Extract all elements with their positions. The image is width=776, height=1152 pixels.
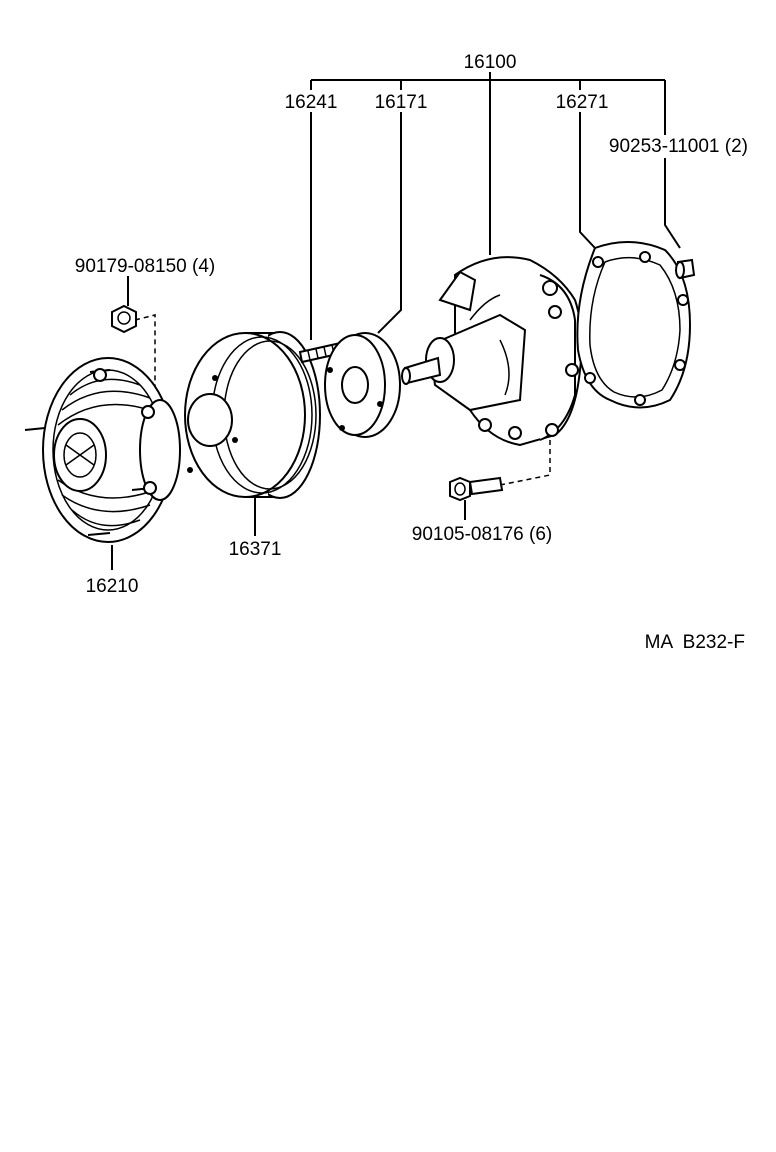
label-gasket: 16271 (556, 92, 609, 113)
label-stud: 16241 (285, 92, 338, 113)
gasket-part (576, 240, 692, 409)
label-nut: 90179-08150 (4) (75, 256, 216, 277)
label-dowel: 90253-11001 (2) (609, 136, 748, 157)
label-bolt: 90105-08176 (6) (412, 524, 553, 545)
label-assembly: 16100 (464, 52, 517, 73)
part-labels: 16100 16241 16171 16271 90253-11001 (2) … (75, 52, 748, 653)
label-hub: 16171 (375, 92, 428, 113)
figure-code: MA B232-F (645, 632, 745, 653)
leader-lines (111, 72, 681, 570)
label-fan-clutch: 16210 (86, 576, 139, 597)
nut-part (111, 304, 137, 334)
hub-part (324, 332, 401, 438)
water-pump-body-part (401, 256, 583, 447)
label-pulley: 16371 (229, 539, 282, 560)
pulley-part (184, 331, 321, 499)
bolt-part (449, 476, 504, 502)
dowel-pin-part (675, 258, 696, 280)
fan-clutch-part (24, 357, 181, 543)
